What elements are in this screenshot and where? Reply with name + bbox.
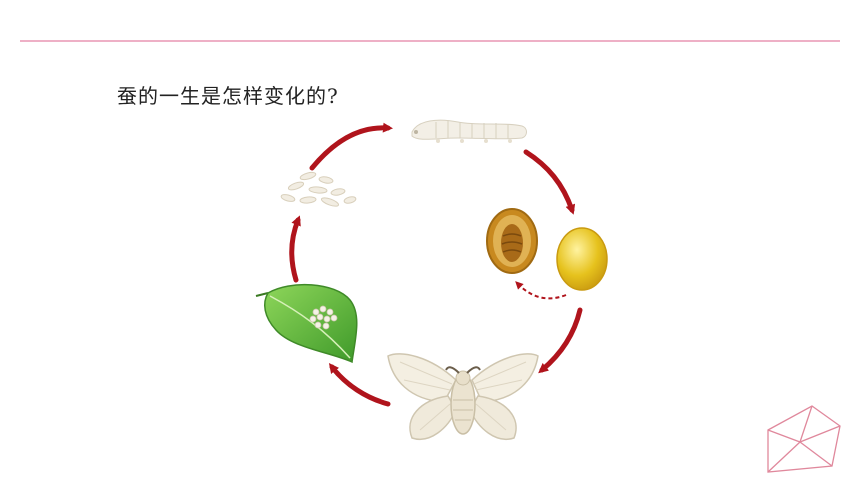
silkworm-icon (411, 119, 527, 143)
arrow-cocoon-to-moth (538, 307, 583, 374)
arrow-silkworm-to-cocoon (523, 149, 576, 215)
arrow-moth-to-eggs (328, 363, 391, 407)
origami-decoration-icon (767, 405, 841, 473)
silk-moth-icon (387, 353, 539, 441)
small-larvae-icon (280, 171, 357, 207)
cocoon-icon (556, 227, 608, 291)
arrow-larvae-to-silkworm (309, 122, 393, 171)
pupa-icon (486, 208, 538, 274)
arrow-eggs-to-larvae (289, 215, 301, 283)
dashed-arrow-cocoon-to-pupa (515, 281, 567, 300)
question-heading: 蚕的一生是怎样变化的? (117, 84, 339, 108)
top-divider (20, 40, 840, 42)
leaf-with-eggs-icon (255, 283, 358, 364)
